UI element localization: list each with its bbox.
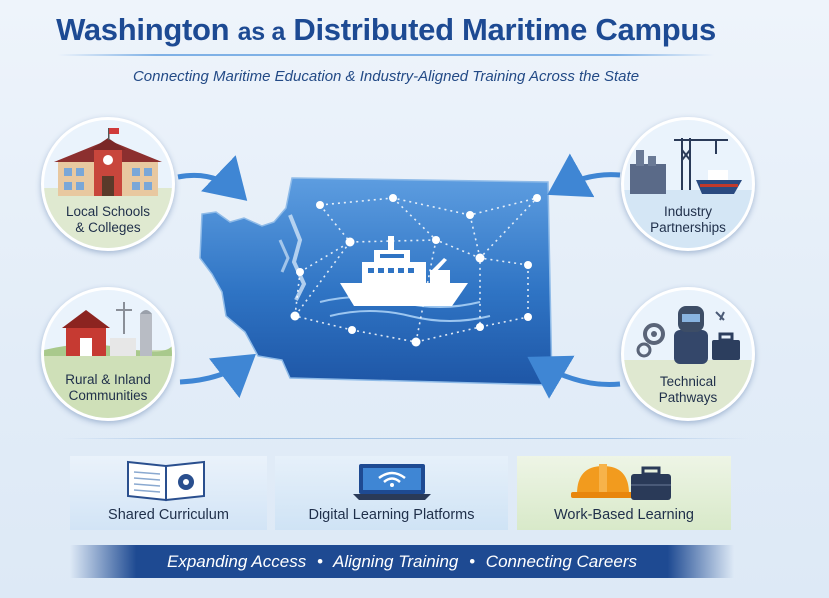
node-rural-label: Rural & Inland Communities	[44, 372, 172, 404]
arrow-from-rural	[179, 353, 256, 399]
page-subtitle: Connecting Maritime Education & Industry…	[132, 68, 640, 85]
footer-separator-2: •	[469, 552, 476, 571]
node-schools-colleges: Local Schools & Colleges	[41, 117, 175, 251]
node-industry-line2: Partnerships	[650, 220, 726, 235]
port-crane-ship-icon	[624, 120, 752, 248]
school-building-icon	[44, 120, 172, 248]
node-industry-label: Industry Partnerships	[624, 204, 752, 236]
arrow-from-industry	[547, 153, 621, 198]
footer-tagline: Expanding Access • Aligning Training • C…	[70, 552, 734, 572]
footer-item-3: Connecting Careers	[485, 552, 637, 571]
hardhat-briefcase-icon	[571, 464, 671, 500]
wave-line-2	[329, 310, 491, 322]
network-nodes	[290, 194, 541, 347]
node-rural-line2: Communities	[68, 388, 148, 403]
node-schools-label: Local Schools & Colleges	[44, 204, 172, 236]
arrow-from-schools	[177, 155, 248, 201]
puget-sound-island	[278, 239, 290, 273]
band-digital-learning: Digital Learning Platforms	[275, 456, 508, 530]
node-industry-line1: Industry	[663, 204, 713, 219]
node-rural-inland: Rural & Inland Communities	[41, 287, 175, 421]
title-underline	[58, 54, 714, 56]
node-technical-line1: Technical	[659, 374, 717, 389]
open-book-gear-icon	[127, 460, 205, 502]
welder-toolbox-icon	[624, 290, 752, 418]
laptop-wifi-icon	[353, 464, 431, 500]
footer-item-2: Aligning Training	[333, 552, 459, 571]
band-curriculum-label: Shared Curriculum	[108, 507, 229, 523]
ship-icon	[340, 236, 468, 306]
barn-farm-icon	[44, 290, 172, 418]
central-diagram	[177, 153, 621, 399]
title-part-small: as a	[237, 18, 286, 46]
band-work-label: Work-Based Learning	[554, 507, 694, 523]
arrow-from-technical	[527, 355, 621, 399]
footer-separator-1: •	[316, 552, 323, 571]
band-work-based: Work-Based Learning	[517, 456, 731, 530]
band-digital-label: Digital Learning Platforms	[308, 507, 475, 523]
node-rural-line1: Rural & Inland	[65, 372, 151, 387]
node-technical-line2: Pathways	[658, 390, 718, 405]
title-part-1: Washington	[56, 12, 230, 47]
node-technical-label: Technical Pathways	[624, 374, 752, 406]
footer-banner: Expanding Access • Aligning Training • C…	[70, 545, 734, 578]
page-title: Washington as a Distributed Maritime Cam…	[0, 12, 772, 48]
title-part-2: Distributed Maritime Campus	[293, 12, 716, 47]
puget-sound	[288, 214, 307, 301]
footer-item-1: Expanding Access	[166, 552, 307, 571]
node-schools-line2: & Colleges	[75, 220, 141, 235]
node-schools-line1: Local Schools	[65, 204, 151, 219]
section-divider	[60, 438, 750, 439]
node-industry-partnerships: Industry Partnerships	[621, 117, 755, 251]
node-technical-pathways: Technical Pathways	[621, 287, 755, 421]
band-shared-curriculum: Shared Curriculum	[70, 456, 267, 530]
